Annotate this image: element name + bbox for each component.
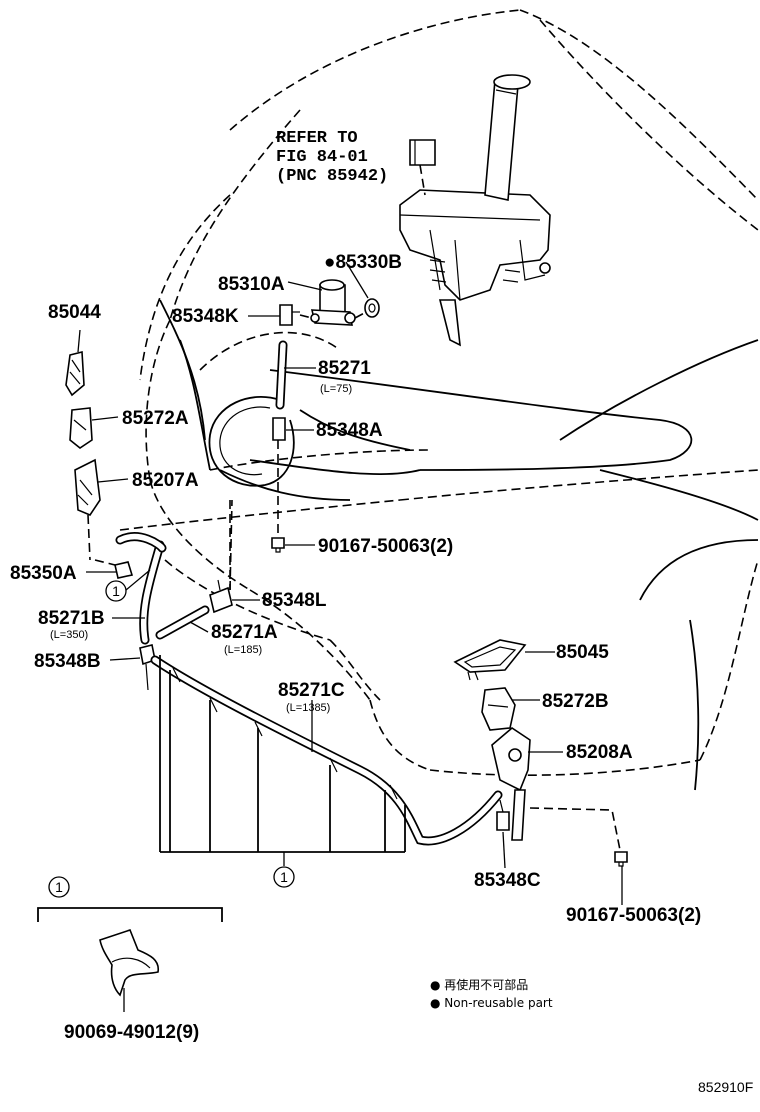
label-85208A: 85208A: [566, 742, 633, 763]
label-85348C: 85348C: [474, 870, 541, 891]
label-85271-length: (L=75): [320, 383, 352, 395]
legend-english: ● Non-reusable part: [430, 996, 553, 1010]
label-85271C-length: (L=1385): [286, 702, 330, 714]
hose-85271B: [115, 532, 167, 645]
figure-id: 852910F: [698, 1079, 753, 1095]
label-85271B-length: (L=350): [50, 629, 88, 641]
label-85348K: 85348K: [172, 306, 239, 327]
label-85348L: 85348L: [262, 590, 327, 611]
callout-1-c: 1: [48, 876, 70, 898]
bracket-85272A: [69, 407, 93, 449]
hose-85271: [275, 340, 288, 410]
callout-1-b: 1: [273, 866, 295, 888]
label-85271: 85271: [318, 358, 371, 379]
nozzle-85208A: [491, 726, 621, 851]
label-90167-top: 90167-50063(2): [318, 536, 453, 557]
svg-text:1: 1: [55, 879, 63, 895]
refer-note-line2: FIG 84-01: [276, 148, 368, 167]
clip-detail: [37, 907, 223, 1012]
connector-85348C: [496, 799, 510, 831]
label-85330B: ●85330B: [324, 252, 402, 273]
washer-jar: [399, 74, 551, 347]
label-90167-bottom: 90167-50063(2): [566, 905, 701, 926]
label-85348B: 85348B: [34, 651, 101, 672]
label-85310A: 85310A: [218, 274, 285, 295]
refer-note-line1: REFER TO: [276, 129, 358, 148]
hose-85271A: [155, 605, 210, 640]
label-85271A-length: (L=185): [224, 644, 262, 656]
label-85272A: 85272A: [122, 408, 189, 429]
vehicle-body-outline: [119, 9, 759, 777]
label-85207A: 85207A: [132, 470, 199, 491]
label-85272B: 85272B: [542, 691, 609, 712]
label-85044: 85044: [48, 302, 101, 323]
label-90069: 90069-49012(9): [64, 1022, 199, 1043]
connector-85350A: [94, 559, 134, 579]
bolt-90167-bottom: [614, 851, 628, 867]
pump-grommet: [364, 298, 380, 318]
label-85271A: 85271A: [211, 622, 278, 643]
leader-lines: [77, 261, 623, 905]
washer-pump: [310, 279, 371, 326]
svg-text:1: 1: [112, 583, 120, 599]
label-85045: 85045: [556, 642, 609, 663]
nozzle-85207A: [74, 458, 101, 561]
bracket-85272B: [481, 687, 516, 731]
label-85271C: 85271C: [278, 680, 345, 701]
connector-85348B: [139, 644, 156, 691]
svg-text:1: 1: [280, 869, 288, 885]
cover-85044: [65, 350, 85, 397]
refer-note-line3: (PNC 85942): [276, 167, 388, 186]
label-85348A: 85348A: [316, 420, 383, 441]
connector-85348L: [209, 499, 233, 614]
connector-85348A: [272, 417, 286, 540]
callout-1-a: 1: [105, 580, 127, 602]
fender-outline: [159, 299, 759, 791]
legend-japanese: ● 再使用不可部品: [430, 977, 528, 992]
label-85350A: 85350A: [10, 563, 77, 584]
cover-85045: [453, 639, 527, 681]
bolt-90167-top: [271, 537, 285, 553]
label-85271B: 85271B: [38, 608, 105, 629]
hose-85271C: [150, 655, 503, 853]
connector-85348K: [279, 304, 313, 326]
